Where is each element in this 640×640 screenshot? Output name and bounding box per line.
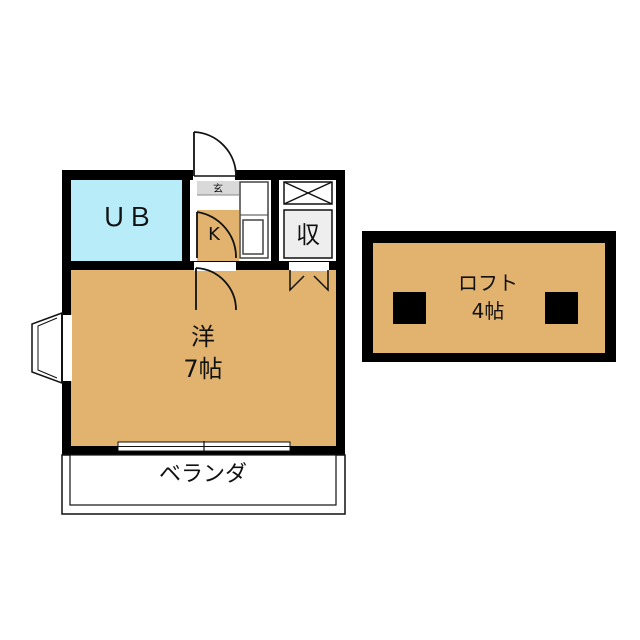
veranda-inner <box>69 454 337 506</box>
western-room-size: 7帖 <box>183 355 222 383</box>
entrance-label: 玄 <box>213 182 223 195</box>
bay-window <box>31 311 63 385</box>
unit-bath <box>71 180 182 261</box>
room-door <box>195 267 237 311</box>
storage-doors <box>289 270 329 292</box>
storage-label: 収 <box>296 221 320 249</box>
loft-label: ロフト <box>458 271 518 295</box>
loft-pillar-right <box>545 292 578 324</box>
entrance-door <box>193 131 237 177</box>
western-room-label: 洋 <box>191 323 215 351</box>
loft-size: 4帖 <box>472 299 505 323</box>
veranda-label: ベランダ <box>159 462 247 487</box>
kitchen-floor <box>197 210 239 261</box>
loft-pillar-left <box>393 292 426 324</box>
storage-closet <box>283 209 333 259</box>
entrance-floor <box>197 181 239 195</box>
unit-bath-label: ＵＢ <box>101 203 153 233</box>
kitchen-label: K <box>208 224 221 245</box>
kitchen-sink <box>242 219 264 255</box>
kitchen-door <box>196 211 237 259</box>
western-room <box>71 270 336 446</box>
